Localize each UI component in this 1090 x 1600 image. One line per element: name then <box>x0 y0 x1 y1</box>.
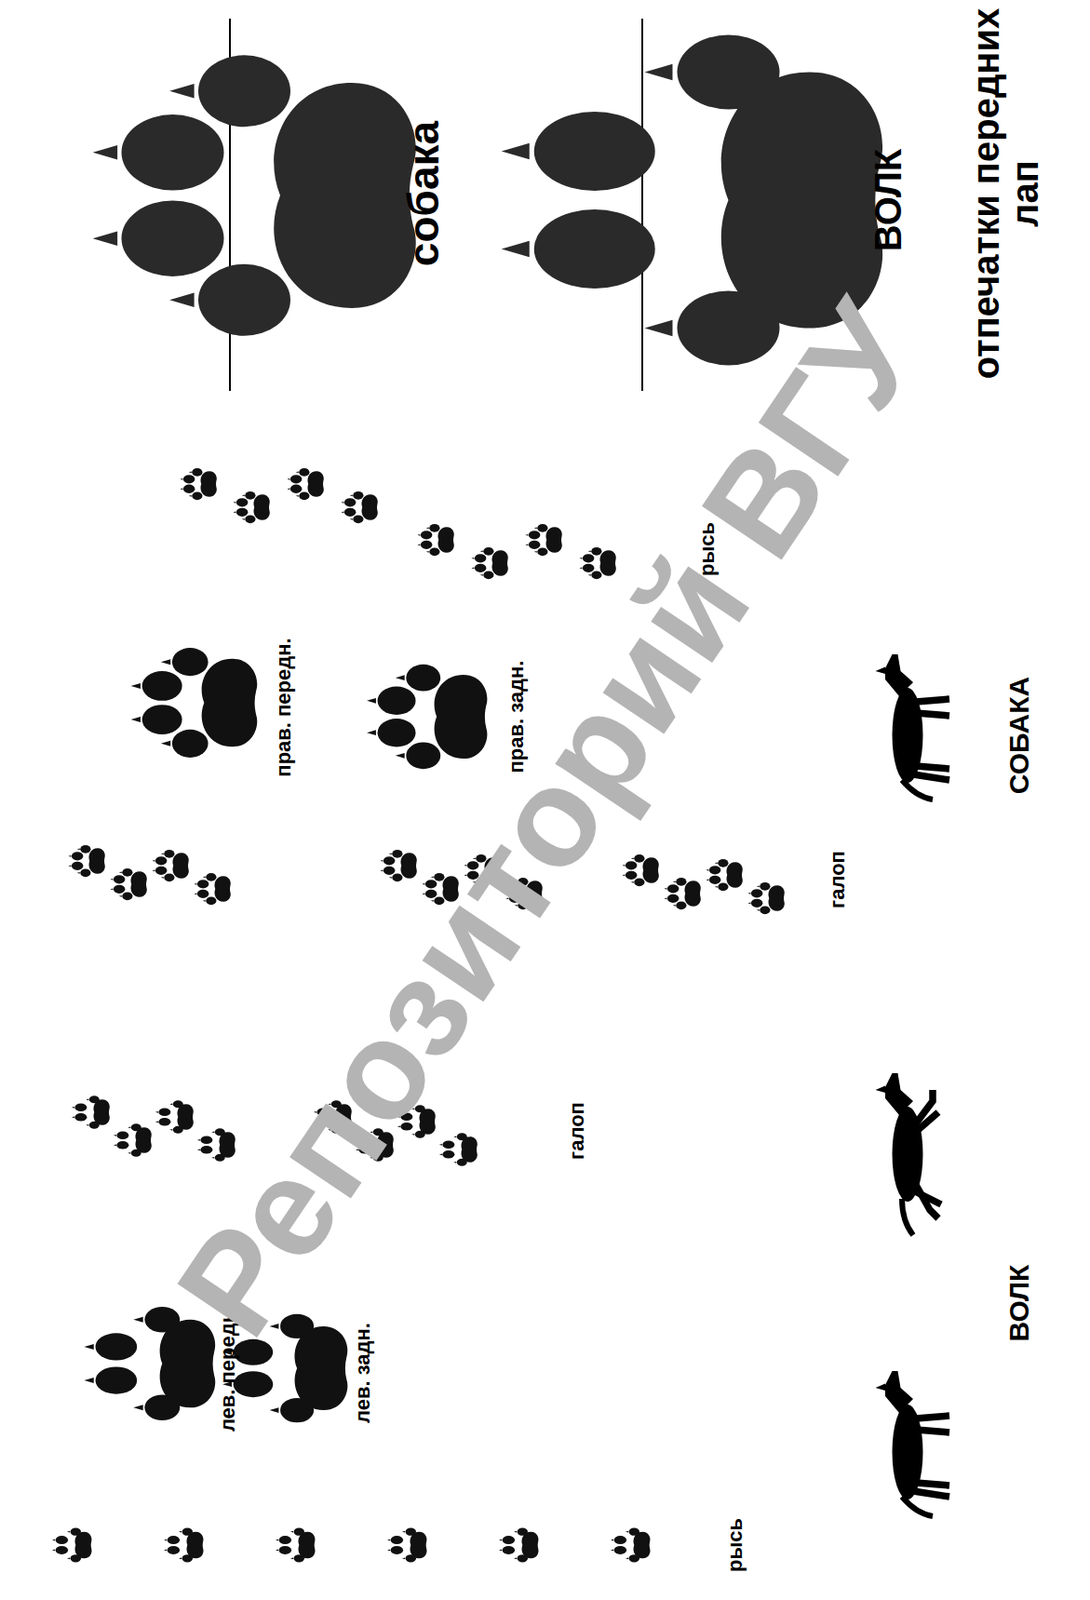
paw-print <box>498 1528 539 1563</box>
gait-label: галоп <box>565 1102 588 1160</box>
paw-print <box>524 524 562 556</box>
paw-print <box>705 859 742 891</box>
paw-print <box>109 868 147 901</box>
paw-print <box>67 845 105 877</box>
print-label: прав. передн. <box>272 637 295 777</box>
paw-print <box>93 54 417 336</box>
paw-print <box>232 491 270 524</box>
paw-print <box>747 882 784 915</box>
animal-silhouette <box>875 1371 951 1517</box>
caption-text: собака <box>401 121 446 267</box>
paw-print <box>52 1528 93 1563</box>
paw-print <box>621 854 659 887</box>
paw-print <box>131 647 258 758</box>
paw-print <box>275 1528 316 1563</box>
paw-print <box>663 877 700 910</box>
paw-print <box>610 1528 651 1563</box>
separator-line <box>641 18 644 391</box>
animal-silhouette <box>875 1073 942 1236</box>
paw-print <box>197 1128 236 1162</box>
paw-print <box>439 1132 478 1167</box>
animal-label: ВОЛК <box>1004 1264 1035 1343</box>
paw-print <box>113 1123 152 1158</box>
gait-label: рысь <box>724 1518 746 1573</box>
paw-print <box>578 547 616 579</box>
watermark: Репозиторий ВГУ <box>151 278 947 1360</box>
paw-print <box>179 468 216 500</box>
paw-print <box>470 547 508 579</box>
paw-print <box>83 1306 216 1421</box>
paw-print <box>155 1100 194 1134</box>
paw-print <box>340 491 377 524</box>
caption-text: отпечатки передних лап <box>966 7 1045 380</box>
paw-print <box>163 1528 204 1563</box>
animal-label: СОБАКА <box>1004 676 1035 794</box>
paw-print <box>417 524 454 556</box>
paw-print <box>286 468 323 500</box>
paw-print <box>379 849 417 882</box>
paw-print <box>193 873 230 905</box>
animal-silhouette <box>875 654 951 800</box>
print-label: лев. задн. <box>351 1322 374 1424</box>
caption-text: ВОЛК <box>868 148 908 253</box>
paw-print <box>151 849 189 882</box>
paw-print <box>366 664 487 769</box>
paw-print <box>387 1528 428 1563</box>
paw-print <box>71 1095 110 1130</box>
gait-label: галоп <box>826 850 848 909</box>
